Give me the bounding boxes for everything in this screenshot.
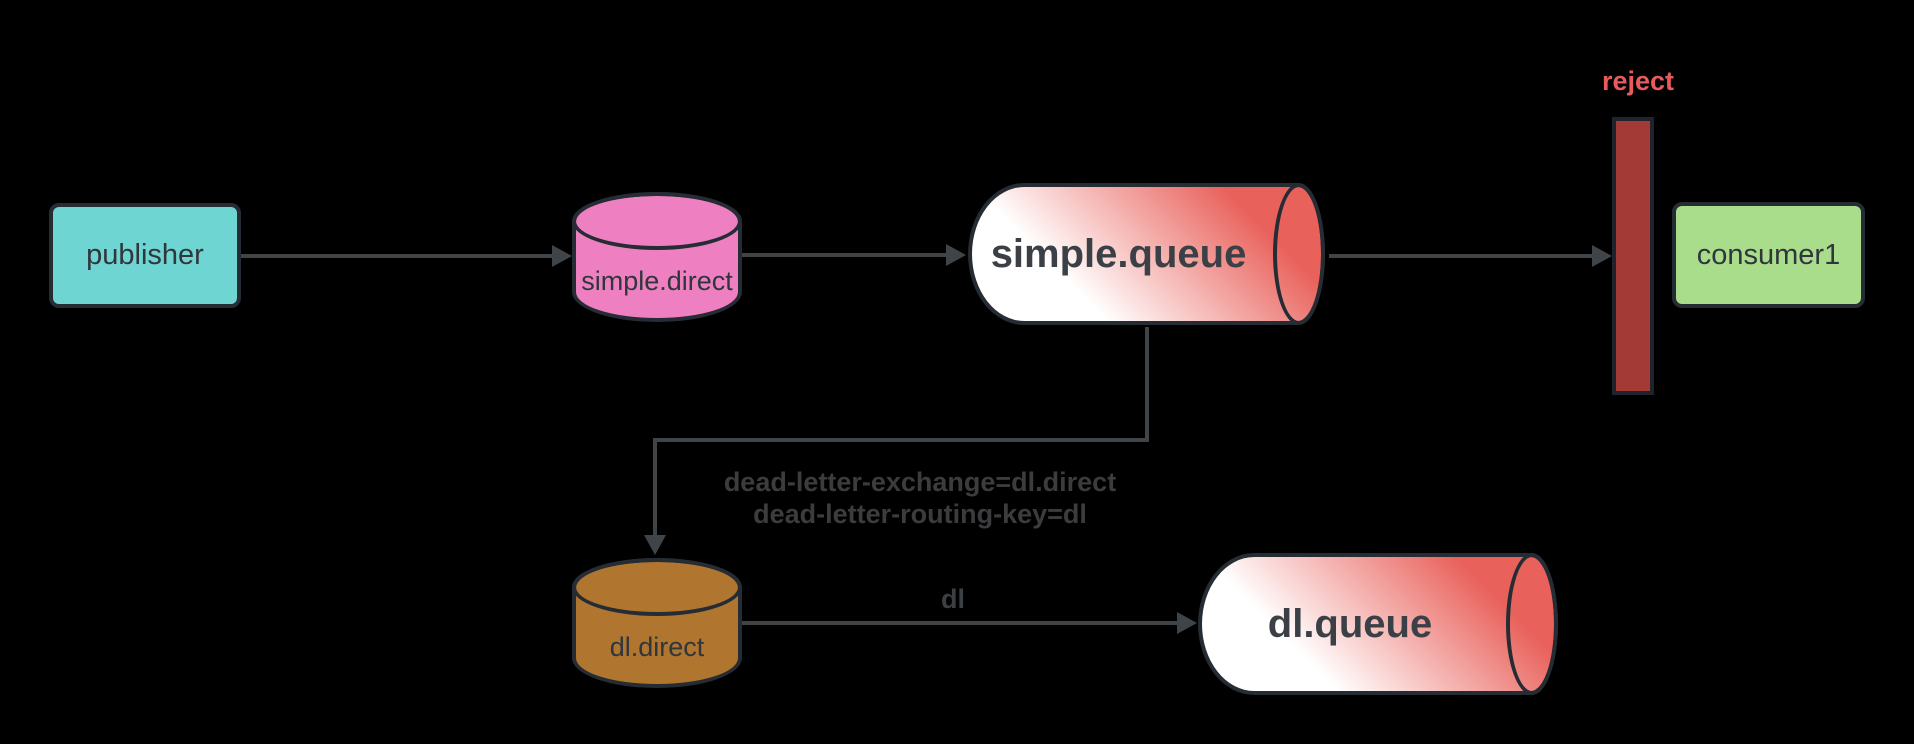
consumer1-label: consumer1 xyxy=(1696,238,1841,271)
connector-publisher-to-simple-direct xyxy=(241,254,552,258)
publisher-label: publisher xyxy=(86,239,204,271)
queue-end-ellipse-icon xyxy=(1506,553,1558,695)
connector-dead-letter-vertical-1 xyxy=(1145,327,1149,442)
node-publisher: publisher xyxy=(49,203,241,308)
connector-dead-letter-vertical-2 xyxy=(653,438,657,535)
dead-letter-routing-key-note: dead-letter-routing-key=dl xyxy=(753,499,1087,529)
arrowhead-right-icon xyxy=(1177,612,1197,634)
cylinder-top-ellipse-icon xyxy=(572,558,742,616)
dead-letter-exchange-note: dead-letter-exchange=dl.direct xyxy=(723,467,1117,497)
node-simple-direct-exchange: simple.direct xyxy=(572,192,742,322)
arrowhead-right-icon xyxy=(552,245,572,267)
cylinder-top-ellipse-icon xyxy=(572,192,742,250)
node-dl-queue: dl.queue xyxy=(1198,553,1558,695)
connector-dead-letter-horizontal xyxy=(653,438,1149,442)
simple-direct-label: simple.direct xyxy=(581,265,733,296)
connector-dl-direct-to-dl-queue xyxy=(742,621,1177,625)
reject-label: reject xyxy=(1601,66,1675,96)
queue-end-ellipse-icon xyxy=(1273,183,1325,325)
dl-queue-label: dl.queue xyxy=(1267,601,1433,646)
node-simple-queue: simple.queue xyxy=(968,183,1325,325)
reject-barrier-bar xyxy=(1612,117,1654,395)
dl-routing-key-label: dl xyxy=(941,584,965,614)
dl-direct-label: dl.direct xyxy=(609,631,705,662)
connector-simple-queue-to-reject xyxy=(1329,254,1592,258)
node-consumer1: consumer1 xyxy=(1672,202,1865,308)
node-dl-direct-exchange: dl.direct xyxy=(572,558,742,688)
arrowhead-right-icon xyxy=(946,244,966,266)
simple-queue-label: simple.queue xyxy=(990,231,1247,276)
arrowhead-right-icon xyxy=(1592,245,1612,267)
connector-simple-direct-to-simple-queue xyxy=(742,253,946,257)
arrowhead-down-icon xyxy=(644,535,666,555)
